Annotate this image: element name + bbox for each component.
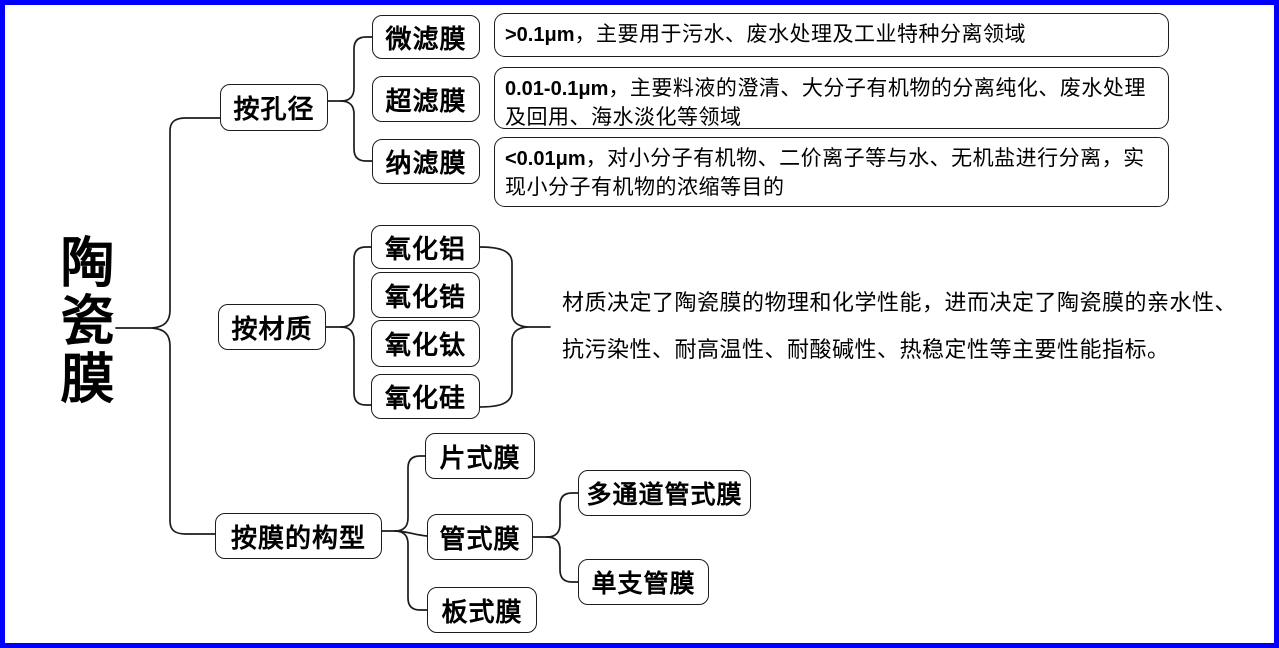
connector-material-down xyxy=(340,326,372,406)
desc-ultrafiltration-text: ，主要料液的澄清、大分子有机物的分离纯化、废水处理及回用、海水淡化等领域 xyxy=(505,76,1146,129)
desc-nanofiltration-text: ，对小分子有机物、二价离子等与水、无机盐进行分离，实现小分子有机物的浓缩等目的 xyxy=(505,146,1145,199)
desc-ultrafiltration-range: 0.01-0.1μm xyxy=(505,78,609,100)
node-multichannel-tubular: 多通道管式膜 xyxy=(578,470,751,516)
connector-oxide-brace-bottom xyxy=(478,326,528,408)
connector-structure-up xyxy=(394,455,426,532)
node-single-tube-label: 单支管膜 xyxy=(591,571,696,598)
desc-microfiltration: >0.1μm，主要用于污水、废水处理及工业特种分离领域 xyxy=(494,13,1169,57)
material-note-line2: 抗污染性、耐高温性、耐酸碱性、热稳定性等主要性能指标。 xyxy=(562,337,1170,362)
node-single-tube: 单支管膜 xyxy=(578,559,709,605)
node-ultrafiltration: 超滤膜 xyxy=(372,76,480,122)
node-sheet-membrane-label: 片式膜 xyxy=(439,443,521,473)
node-multichannel-tubular-label: 多通道管式膜 xyxy=(586,482,743,509)
connector-oxide-brace-top xyxy=(478,246,551,328)
connector-tube-up xyxy=(546,492,579,538)
node-configuration: 按膜的构型 xyxy=(215,513,382,559)
material-note: 材质决定了陶瓷膜的物理和化学性能，进而决定了陶瓷膜的亲水性、 抗污染性、耐高温性… xyxy=(562,279,1262,373)
node-titania-label: 氧化钛 xyxy=(384,331,466,360)
node-nanofiltration: 纳滤膜 xyxy=(372,139,480,184)
desc-nanofiltration-range: <0.01μm xyxy=(505,148,586,170)
node-alumina: 氧化铝 xyxy=(371,225,480,269)
connector-structure-down xyxy=(394,530,428,611)
node-material: 按材质 xyxy=(218,304,326,350)
node-configuration-label: 按膜的构型 xyxy=(230,523,366,553)
node-silica-label: 氧化硅 xyxy=(384,384,466,413)
node-plate-membrane: 板式膜 xyxy=(427,587,537,633)
desc-microfiltration-text: ，主要用于污水、废水处理及工业特种分离领域 xyxy=(574,22,1027,46)
node-tubular-membrane-label: 管式膜 xyxy=(439,524,521,554)
node-silica: 氧化硅 xyxy=(371,374,480,419)
node-pore-size-label: 按孔径 xyxy=(233,95,315,124)
connector-pore-down xyxy=(340,100,373,162)
connector-pore-up xyxy=(340,36,373,102)
node-alumina-label: 氧化铝 xyxy=(384,234,466,264)
node-zirconia-label: 氧化锆 xyxy=(384,282,466,312)
node-material-label: 按材质 xyxy=(231,314,313,344)
material-note-line1: 材质决定了陶瓷膜的物理和化学性能，进而决定了陶瓷膜的亲水性、 xyxy=(562,290,1238,315)
desc-nanofiltration: <0.01μm，对小分子有机物、二价离子等与水、无机盐进行分离，实现小分子有机物… xyxy=(494,137,1169,207)
node-microfiltration: 微滤膜 xyxy=(372,15,480,59)
desc-microfiltration-range: >0.1μm xyxy=(505,24,575,46)
connector-brace-top xyxy=(151,117,221,329)
node-sheet-membrane: 片式膜 xyxy=(425,433,535,479)
node-nanofiltration-label: 纳滤膜 xyxy=(385,149,467,178)
node-zirconia: 氧化锆 xyxy=(371,272,480,318)
desc-ultrafiltration: 0.01-0.1μm，主要料液的澄清、大分子有机物的分离纯化、废水处理及回用、海… xyxy=(494,67,1169,129)
node-tubular-membrane: 管式膜 xyxy=(427,514,533,560)
connector-material-up xyxy=(340,246,372,328)
node-titania: 氧化钛 xyxy=(371,320,480,367)
connector-brace-bottom xyxy=(151,327,216,535)
node-plate-membrane-label: 板式膜 xyxy=(441,597,523,627)
node-microfiltration-label: 微滤膜 xyxy=(385,24,467,54)
root-node-label: 陶瓷膜 xyxy=(52,234,112,408)
connector-structure-mid xyxy=(394,530,428,537)
node-ultrafiltration-label: 超滤膜 xyxy=(385,86,467,116)
node-pore-size: 按孔径 xyxy=(220,84,328,131)
connector-tube-down xyxy=(546,536,579,583)
